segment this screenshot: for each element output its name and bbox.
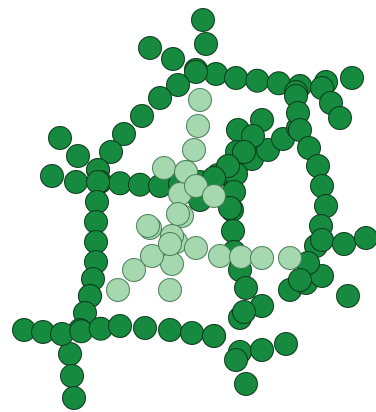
dark-bead-chains	[12, 8, 376, 410]
dark-green-bead	[148, 86, 172, 110]
light-bead-chains	[106, 88, 302, 302]
dark-green-bead	[108, 314, 132, 338]
dark-green-bead	[288, 268, 312, 292]
dark-green-bead	[40, 164, 64, 188]
dark-green-bead	[138, 36, 162, 60]
light-green-bead	[202, 184, 226, 208]
dark-green-bead	[310, 174, 334, 198]
light-green-bead	[166, 202, 190, 226]
dark-green-bead	[224, 66, 248, 90]
light-green-bead	[158, 232, 182, 256]
dark-green-bead	[218, 196, 242, 220]
dark-green-bead	[161, 47, 185, 71]
dark-green-bead	[130, 104, 154, 128]
dark-green-bead	[60, 364, 84, 388]
light-green-bead	[186, 114, 210, 138]
dark-green-bead	[306, 154, 330, 178]
light-green-bead	[136, 214, 160, 238]
dark-green-bead	[234, 276, 258, 300]
dark-green-bead	[224, 348, 248, 372]
light-green-bead	[208, 244, 232, 268]
dark-green-bead	[232, 300, 256, 324]
dark-green-bead	[340, 66, 364, 90]
dark-green-bead	[108, 171, 132, 196]
dark-green-bead	[48, 126, 72, 150]
dark-green-bead	[99, 140, 123, 164]
dark-green-bead	[232, 140, 256, 164]
dark-green-bead	[245, 68, 270, 93]
dark-green-bead	[221, 219, 245, 243]
dark-green-bead	[274, 332, 298, 356]
light-green-bead	[250, 246, 274, 270]
light-green-bead	[229, 245, 253, 269]
dark-green-bead	[328, 106, 352, 130]
dark-green-bead	[166, 73, 190, 97]
light-green-bead	[278, 246, 302, 270]
dark-green-bead	[62, 386, 86, 410]
light-green-bead	[122, 258, 146, 282]
dark-green-bead	[204, 62, 228, 86]
dark-green-bead	[354, 226, 376, 250]
dark-green-bead	[64, 170, 88, 194]
dark-green-bead	[66, 144, 90, 168]
dark-green-bead	[250, 338, 274, 362]
dark-green-bead	[336, 284, 360, 308]
light-green-bead	[188, 88, 212, 112]
dark-green-bead	[194, 32, 218, 56]
dark-green-bead	[184, 60, 208, 84]
light-green-bead	[106, 278, 130, 302]
dark-green-bead	[310, 228, 334, 252]
light-green-bead	[158, 278, 182, 302]
dark-green-bead	[234, 372, 258, 396]
dark-green-bead	[202, 324, 226, 348]
dark-green-bead	[112, 122, 136, 146]
light-green-bead	[152, 156, 176, 180]
light-green-bead	[182, 138, 206, 162]
dark-green-bead	[180, 321, 204, 345]
dark-green-bead	[133, 316, 157, 340]
dark-green-bead	[332, 232, 356, 256]
dark-green-bead	[191, 8, 215, 32]
dark-green-bead	[158, 318, 182, 342]
light-green-bead	[184, 236, 208, 260]
light-green-bead	[140, 244, 164, 268]
dark-green-bead	[314, 194, 338, 218]
dark-green-bead	[128, 172, 152, 197]
